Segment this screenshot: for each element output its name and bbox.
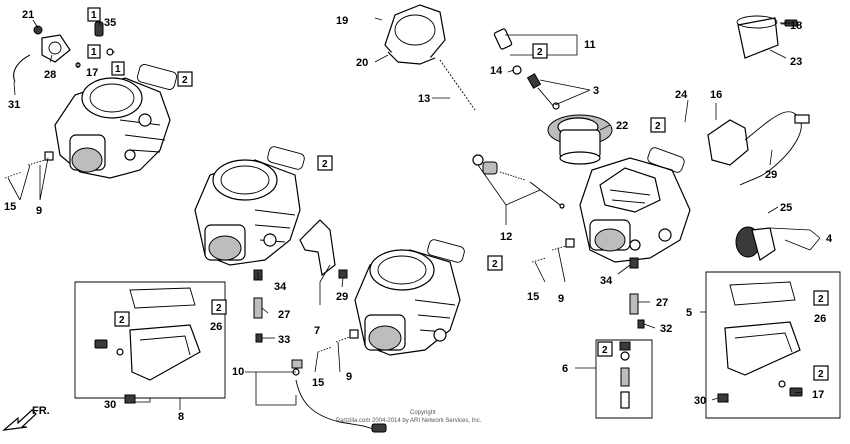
fuel-line <box>291 359 387 433</box>
float-bowl-right <box>705 271 841 419</box>
ref-box-label: 2 <box>602 345 608 356</box>
part-label-28: 28 <box>44 69 56 81</box>
part-label-26-left: 26 <box>210 321 222 333</box>
part-label-17: 17 <box>86 67 98 79</box>
part-label-15-center: 15 <box>312 377 324 389</box>
part-label-10: 10 <box>232 366 244 378</box>
ref-box-label: 2 <box>182 75 188 86</box>
ref-box-label: 1 <box>115 64 121 75</box>
air-cut-valve <box>736 15 779 59</box>
ref-box-label: 2 <box>322 159 328 170</box>
part-label-32: 32 <box>660 323 672 335</box>
ref-box-label: 2 <box>216 303 222 314</box>
part-label-4: 4 <box>826 233 833 245</box>
part-label-18: 18 <box>790 20 802 32</box>
part-label-30-right: 30 <box>694 395 706 407</box>
part-label-23: 23 <box>790 56 802 68</box>
springs-center <box>317 238 575 353</box>
part-label-26-right: 26 <box>814 313 826 325</box>
springs-left <box>4 151 54 179</box>
jets-center-right <box>629 257 645 329</box>
spring-13 <box>439 59 476 111</box>
part-label-9: 9 <box>36 205 42 217</box>
part-label-5: 5 <box>686 307 692 319</box>
part-label-22: 22 <box>616 120 628 132</box>
diaphragm-piston <box>547 114 613 165</box>
part-label-14: 14 <box>490 65 503 77</box>
part-label-25: 25 <box>780 202 792 214</box>
copyright-line2: Partzilla.com 2004-2014 by ARI Network S… <box>336 418 482 424</box>
ref-box-label: 2 <box>818 294 824 305</box>
top-left-small-parts <box>13 21 114 83</box>
o-rings <box>136 64 685 263</box>
carburetor-body-2 <box>194 159 301 266</box>
ref-box-label: 1 <box>91 10 97 21</box>
jets-center-left <box>253 269 263 343</box>
part-label-19: 19 <box>336 15 348 27</box>
part-label-17-right: 17 <box>812 389 824 401</box>
carburetor-body-3 <box>354 249 461 356</box>
part-label-6: 6 <box>562 363 568 375</box>
copyright-line1: Copyright <box>410 410 436 416</box>
ref-box-label: 2 <box>492 259 498 270</box>
ref-box-label: 2 <box>818 369 824 380</box>
part-label-15: 15 <box>4 201 16 213</box>
carburetor-body-4 <box>579 157 691 263</box>
float-valve-set <box>595 339 653 419</box>
ref-box-label: 2 <box>119 315 125 326</box>
ref-box-label: 1 <box>91 47 97 58</box>
carburetor-body-1 <box>54 77 171 179</box>
part-label-3: 3 <box>593 85 599 97</box>
part-label-9-right: 9 <box>558 293 564 305</box>
part-label-9-center: 9 <box>346 371 352 383</box>
part-label-35: 35 <box>104 17 116 29</box>
part-label-30-left: 30 <box>104 399 116 411</box>
part-label-15-right: 15 <box>527 291 539 303</box>
part-label-33: 33 <box>278 334 290 346</box>
part-label-16: 16 <box>710 89 722 101</box>
choke-assembly <box>735 226 811 261</box>
part-labels: 21 35 28 17 31 15 9 19 20 13 11 14 3 22 … <box>4 9 833 423</box>
throttle-sensor <box>707 111 810 186</box>
part-label-34-left: 34 <box>274 281 287 293</box>
vacuum-chamber-cover <box>384 4 446 65</box>
leader-lines <box>7 17 821 410</box>
float-bowl-left <box>74 281 226 404</box>
ref-box-label: 2 <box>655 121 661 132</box>
direction-label: FR. <box>32 405 50 417</box>
part-label-21: 21 <box>22 9 34 21</box>
screw-18 <box>780 19 798 27</box>
part-label-29-right: 29 <box>765 169 777 181</box>
part-label-13: 13 <box>418 93 430 105</box>
part-label-24: 24 <box>675 89 688 101</box>
part-label-7: 7 <box>314 325 320 337</box>
jet-set <box>472 154 565 209</box>
part-label-20: 20 <box>356 57 368 69</box>
part-label-12: 12 <box>500 231 512 243</box>
part-label-31: 31 <box>8 99 20 111</box>
part-label-27-right: 27 <box>656 297 668 309</box>
ref-box-label: 2 <box>537 47 543 58</box>
part-label-11: 11 <box>584 39 596 51</box>
part-label-27-left: 27 <box>278 309 290 321</box>
part-label-34-right: 34 <box>600 275 613 287</box>
part-label-29-center: 29 <box>336 291 348 303</box>
ref-boxes: 1 1 1 2 2 2 2 2 2 2 2 2 2 <box>87 7 829 381</box>
needle-assembly <box>493 28 560 110</box>
bracket-7 <box>299 219 348 279</box>
copyright: Copyright Partzilla.com 2004-2014 by ARI… <box>336 410 482 424</box>
part-label-8: 8 <box>178 411 184 423</box>
front-direction-arrow: FR. <box>2 405 50 431</box>
